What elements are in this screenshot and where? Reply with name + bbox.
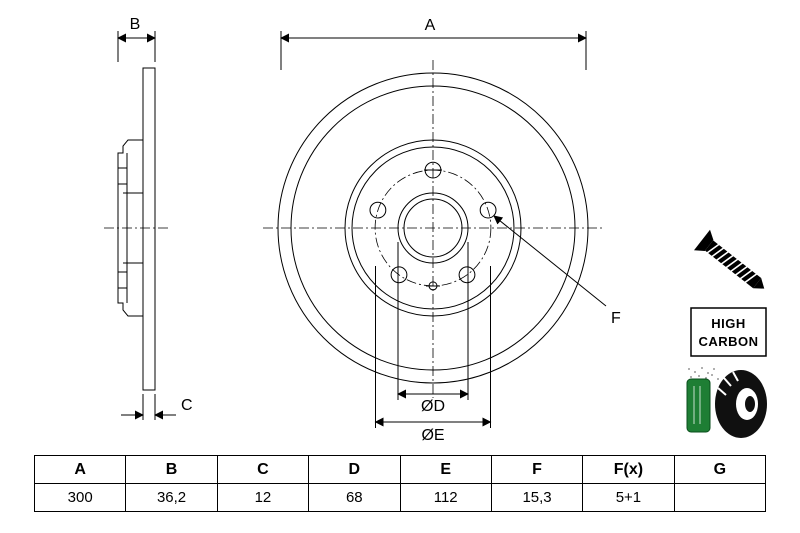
- friction-ring-section: [142, 67, 156, 391]
- spec-header-row: A B C D E F F(x) G: [33, 455, 767, 484]
- spec-value-fx: 5+1: [582, 483, 675, 512]
- dim-e-label: ØE: [421, 427, 444, 444]
- spec-header-b: B: [125, 455, 218, 484]
- spec-value-d: 68: [308, 483, 401, 512]
- technical-drawing: A B C ØD ØE F: [104, 16, 767, 444]
- spec-value-b: 36,2: [125, 483, 218, 512]
- dim-c-label: C: [181, 397, 193, 414]
- bolt-hole: [458, 266, 476, 284]
- stipple-texture: [688, 367, 719, 380]
- center-bore-inner: [403, 198, 463, 258]
- spec-header-d: D: [308, 455, 401, 484]
- spec-header-a: A: [33, 455, 127, 484]
- hat-profile: [117, 139, 143, 317]
- dim-a-label: A: [425, 17, 436, 34]
- high-carbon-label-line2: CARBON: [698, 334, 758, 349]
- spec-header-e: E: [399, 455, 492, 484]
- friction-surface-circle: [290, 85, 576, 371]
- dim-f-label: F: [611, 310, 621, 327]
- spec-value-c: 12: [216, 483, 310, 512]
- spec-header-f: F: [490, 455, 584, 484]
- spec-table: A B C D E F F(x) G 300 36,2 12 68 112 15…: [33, 455, 767, 512]
- high-carbon-label-line1: HIGH: [711, 316, 746, 331]
- spec-header-g: G: [673, 455, 767, 484]
- dim-d-label: ØD: [421, 398, 445, 415]
- hat-inner-circle: [351, 146, 515, 310]
- hat-outer-circle: [344, 139, 522, 317]
- brake-disc-pad-icon: [686, 367, 767, 438]
- high-carbon-badge: HIGH CARBON: [690, 307, 767, 357]
- spec-value-e: 112: [399, 483, 492, 512]
- bolt-hole: [479, 201, 497, 219]
- dimension-f: F: [493, 215, 621, 327]
- front-view: [263, 60, 603, 398]
- brake-pad-shape: [686, 378, 711, 433]
- center-bore-outer: [397, 192, 469, 264]
- dimension-a: A: [280, 17, 587, 70]
- dimension-e: ØE: [374, 266, 492, 444]
- dimension-c: C: [121, 394, 193, 420]
- dimension-b: B: [117, 16, 156, 62]
- bolt-hole: [369, 201, 387, 219]
- dim-b-label: B: [130, 16, 141, 33]
- spec-value-a: 300: [33, 483, 127, 512]
- spec-value-f: 15,3: [490, 483, 584, 512]
- dimension-d: ØD: [397, 242, 469, 415]
- screw-icon: [693, 229, 765, 289]
- spec-value-row: 300 36,2 12 68 112 15,3 5+1: [33, 483, 767, 512]
- spec-header-c: C: [216, 455, 310, 484]
- bolt-hole: [390, 266, 408, 284]
- outer-diameter-circle: [277, 72, 589, 384]
- spec-header-fx: F(x): [582, 455, 675, 484]
- side-view: [104, 67, 170, 391]
- spec-value-g: [673, 483, 767, 512]
